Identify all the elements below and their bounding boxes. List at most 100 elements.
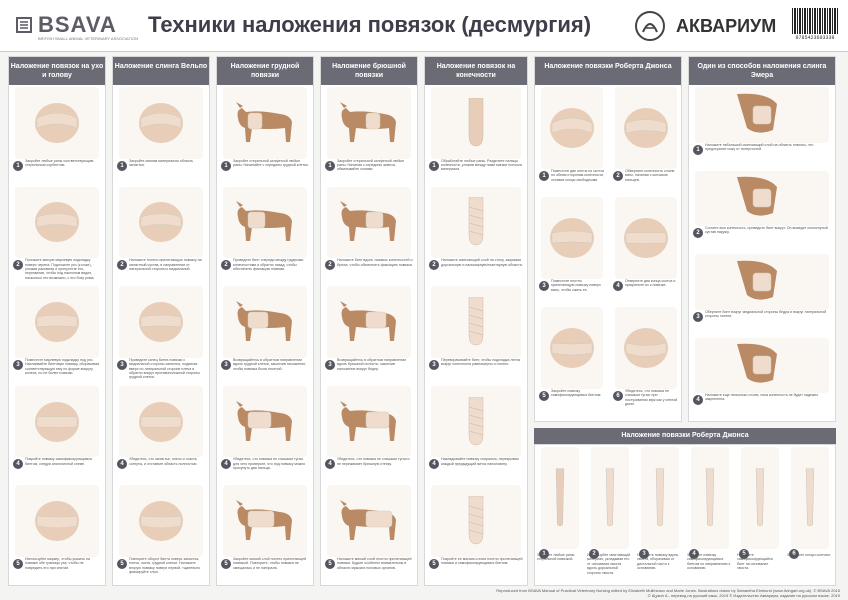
column-title: Наложение повязок на конечности (425, 57, 527, 85)
bandage-illustration (624, 108, 668, 148)
step-caption: Наложите плотно прилегающую повязку на з… (129, 258, 202, 271)
step-number: 5 (739, 549, 749, 559)
step-caption: Положите мягкую марлевую подкладку повер… (25, 258, 95, 280)
step-number: 1 (325, 160, 335, 171)
step-illustration (119, 286, 203, 358)
step-caption: Наложите мягкий слой плотно прилегающей … (337, 556, 412, 570)
tail-illustration (591, 447, 629, 549)
step-caption: Закройте любые раны соответствующим стер… (25, 158, 94, 167)
step-illustration (15, 485, 99, 557)
column-title: Наложение брюшной повязки (321, 57, 417, 85)
dog-illustration (236, 300, 292, 341)
step-caption: Используйте смягчающий материал, укладыв… (587, 553, 631, 575)
tail-illustration (791, 447, 829, 549)
step-caption: Покройте повязку самофиксирующимся бинто… (25, 457, 92, 466)
column-title: Один из способов наложения слинга Эмера (689, 57, 835, 85)
step-illustration (223, 87, 307, 159)
step-caption: Повторите оборот бинта поверх запястья, … (129, 556, 201, 575)
step-illustration (327, 87, 411, 159)
bsava-mark-icon (16, 17, 32, 33)
step-illustration (327, 186, 411, 259)
dog-illustration (340, 500, 396, 541)
poster-title: Техники наложения повязок (десмургия) (148, 12, 592, 37)
tail-icon (605, 468, 615, 527)
step-number: 1 (13, 160, 23, 171)
step-caption: Закройте стерильной салфеткой любые раны… (233, 158, 309, 167)
step-illustration (119, 385, 203, 458)
step-number: 3 (325, 359, 335, 370)
limb-illustration (468, 296, 484, 346)
step-number: 6 (613, 391, 623, 401)
step-number: 6 (789, 549, 799, 559)
step-number: 4 (13, 459, 23, 470)
step-caption: Проведите бинт спереди между грудными ко… (233, 258, 304, 271)
step-number: 5 (325, 558, 335, 569)
leg-sling-illustration (737, 176, 777, 216)
bandage-illustration (35, 501, 79, 542)
step-number: 2 (693, 228, 703, 238)
step-caption: Оберните бинт вокруг медиальной стороны … (705, 309, 827, 318)
bsava-logo-text: BSAVA (38, 12, 117, 37)
footer: Reproduced from BSAVA Manual of Practica… (420, 588, 840, 598)
step-number: 3 (539, 281, 549, 291)
tail-illustration (691, 447, 729, 549)
dog-illustration (340, 300, 396, 341)
step-caption: Отверните два конца скотча и прикрепите … (625, 279, 676, 288)
dog-illustration (236, 101, 292, 142)
step-number: 5 (117, 558, 127, 569)
step-illustration (119, 186, 203, 259)
step-number: 2 (117, 260, 127, 271)
column-title: Наложение повязки Роберта Джонса (535, 57, 681, 85)
step-illustration (695, 254, 829, 310)
step-illustration (695, 170, 829, 226)
leg-sling-illustration (737, 343, 777, 383)
barcode: 9785423603339 (792, 8, 838, 41)
step-caption: Возвращайтесь в обратном направлении вдо… (337, 357, 406, 371)
limb-illustration (468, 496, 484, 545)
step-number: 3 (221, 359, 231, 370)
step-illustration (15, 87, 99, 159)
footer-copyright: © Щукин А., перевод на русский язык, 201… (647, 593, 840, 598)
step-caption: Наложите повязку вдоль хвоста, оборачива… (637, 553, 679, 571)
step-illustration (327, 385, 411, 458)
step-number: 2 (613, 171, 623, 181)
tail-illustration (741, 447, 779, 549)
step-illustration (431, 87, 521, 159)
step-number: 1 (539, 549, 549, 559)
tail-illustration (641, 447, 679, 549)
step-caption: Наложите еще несколько слоев, пока конеч… (705, 393, 819, 402)
bandage-illustration (139, 401, 183, 442)
step-illustration (223, 186, 307, 259)
leg-sling-illustration (737, 93, 777, 133)
limb-illustration (468, 97, 484, 147)
step-number: 2 (325, 260, 335, 271)
step-caption: Закройте любые раны стерильной повязкой. (537, 553, 575, 562)
limb-illustration (468, 197, 484, 246)
step-caption: Проведите конец бинта повязки с медиальн… (129, 357, 200, 380)
step-number: 2 (13, 260, 23, 271)
dog-illustration (340, 201, 396, 242)
step-caption: Убедитесь, что запястье, плечо и локоть … (129, 457, 198, 466)
step-illustration (15, 186, 99, 259)
step-caption: Наложите самофиксирующийся бинт на основ… (737, 553, 773, 571)
step-caption: Обработайте любые раны. Разделите пальцы… (441, 158, 522, 172)
step-number: 2 (429, 260, 439, 271)
